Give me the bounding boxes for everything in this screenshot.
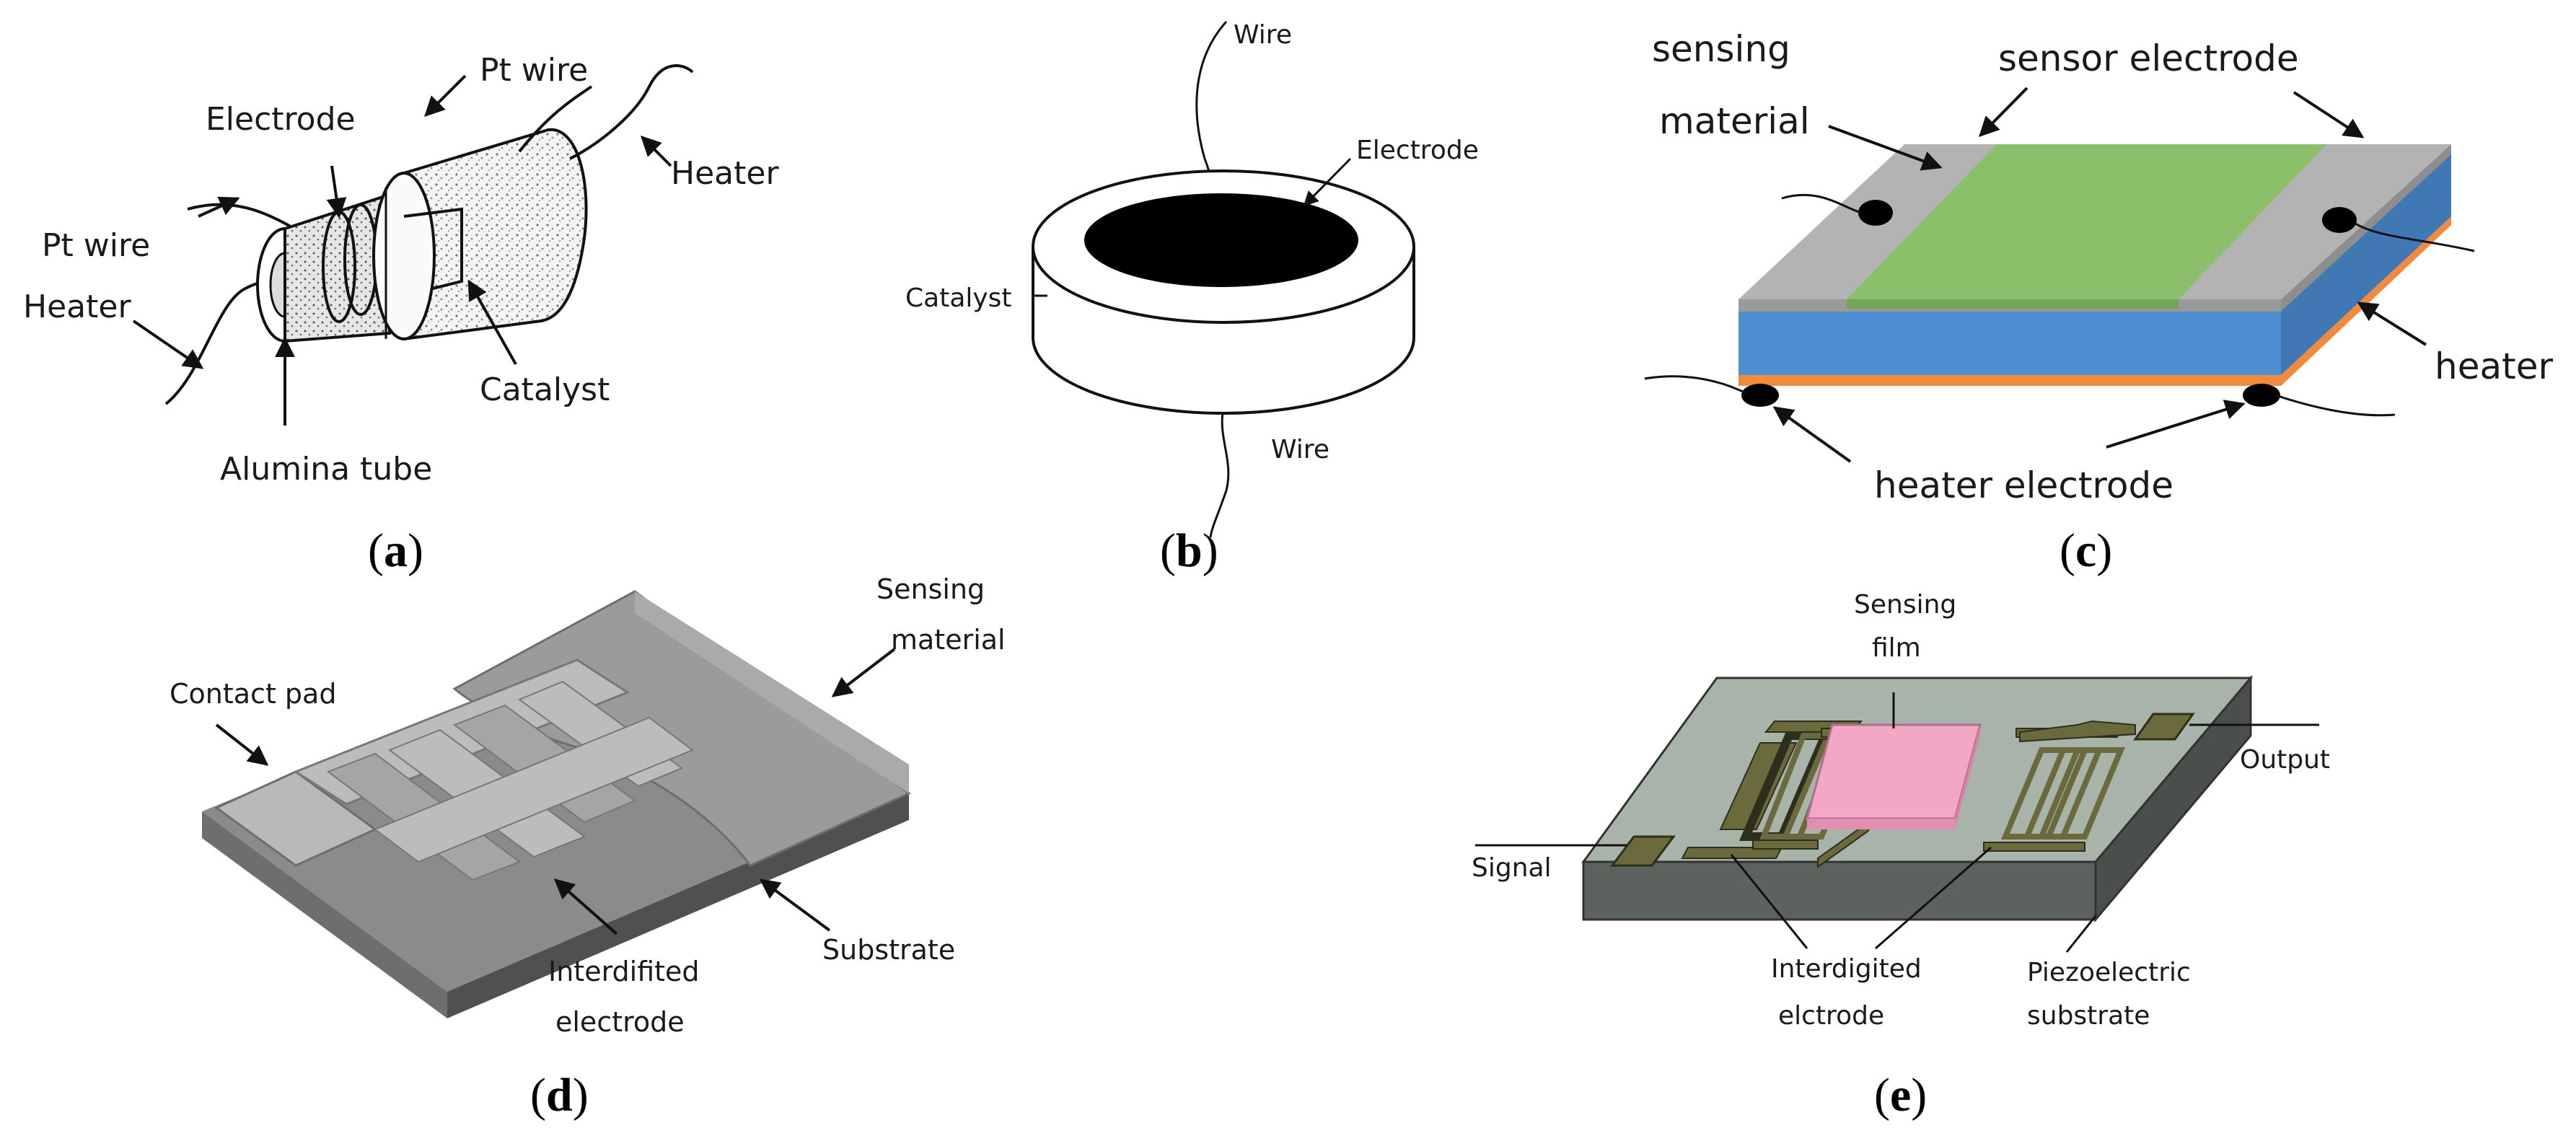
label-wire-bottom: Wire	[1271, 435, 1329, 464]
pt-wire-top	[518, 85, 593, 153]
heater-contact-right	[2243, 384, 2280, 407]
sensing-film	[1847, 144, 2326, 299]
label-interdigitated-1: Interdifited	[548, 956, 700, 987]
substrate-front	[1738, 310, 2281, 375]
sensor-contact-right	[2322, 207, 2357, 233]
catalyst-disk	[1032, 169, 1415, 415]
caption-e: (e)	[1874, 1069, 1927, 1122]
label-alumina-tube: Alumina tube	[220, 451, 432, 488]
label-contact-pad: Contact pad	[170, 678, 336, 710]
label-pt-wire-top: Pt wire	[480, 52, 588, 89]
label-piezo-2: substrate	[2027, 1001, 2150, 1031]
label-wire-top: Wire	[1234, 20, 1292, 50]
label-interdigitated-2: electrode	[555, 1006, 685, 1038]
wire-bottom	[1209, 412, 1230, 538]
caption-a: (a)	[368, 524, 423, 577]
label-heater: heater	[2435, 345, 2553, 387]
panel-b: Wire Electrode Catalyst Wire (b)	[905, 20, 1479, 577]
heater-contact-left	[1741, 384, 1779, 407]
alumina-tube	[256, 193, 391, 343]
label-sensing: Sensing	[1854, 590, 1956, 620]
label-catalyst: Catalyst	[480, 371, 610, 408]
label-sensing: sensing	[1652, 28, 1790, 70]
electrode-disk	[1084, 193, 1358, 287]
label-catalyst: Catalyst	[905, 283, 1012, 313]
panel-c: sensing material sensor electrode heater…	[1644, 28, 2553, 577]
label-sensor-electrode: sensor electrode	[1998, 38, 2299, 79]
substrate-side	[2281, 150, 2451, 375]
heater-wire-right	[569, 64, 694, 160]
label-signal: Signal	[1472, 853, 1552, 883]
label-heater-electrode: heater electrode	[1874, 464, 2173, 506]
label-heater-right: Heater	[671, 155, 779, 192]
caption-b: (b)	[1160, 524, 1218, 577]
label-material: material	[891, 624, 1006, 656]
label-electrode: Electrode	[206, 101, 356, 138]
panel-a: Pt wire Electrode Heater Pt wire Heater …	[23, 52, 779, 577]
label-piezo-1: Piezoelectric	[2027, 958, 2191, 987]
label-interdigited-1: Interdigited	[1771, 954, 1922, 984]
label-material: material	[1659, 100, 1810, 142]
label-sensing: Sensing	[876, 573, 985, 605]
label-electrode: Electrode	[1356, 136, 1479, 165]
caption-d: (d)	[530, 1069, 589, 1122]
sensor-contact-left	[1858, 200, 1893, 226]
substrate-front	[1582, 860, 2097, 921]
label-heater-left: Heater	[23, 288, 131, 325]
catalyst-body	[372, 128, 588, 341]
idt-right	[1983, 720, 2136, 852]
output-pad	[2133, 713, 2195, 741]
label-substrate: Substrate	[822, 934, 955, 966]
sensing-film	[1806, 723, 1982, 829]
label-interdigited-2: elctrode	[1778, 1001, 1884, 1031]
caption-c: (c)	[2060, 524, 2112, 577]
substrate-side	[447, 793, 909, 1018]
label-film: film	[1872, 633, 1921, 663]
panel-d: Contact pad Sensing material Interdifite…	[170, 573, 1006, 1122]
label-pt-wire-left: Pt wire	[42, 227, 150, 264]
substrate-front	[202, 811, 447, 1018]
interdigitated-electrode	[214, 658, 695, 881]
label-output: Output	[2240, 745, 2330, 775]
panel-e: Sensing film Output Signal Interdigited …	[1472, 590, 2330, 1122]
